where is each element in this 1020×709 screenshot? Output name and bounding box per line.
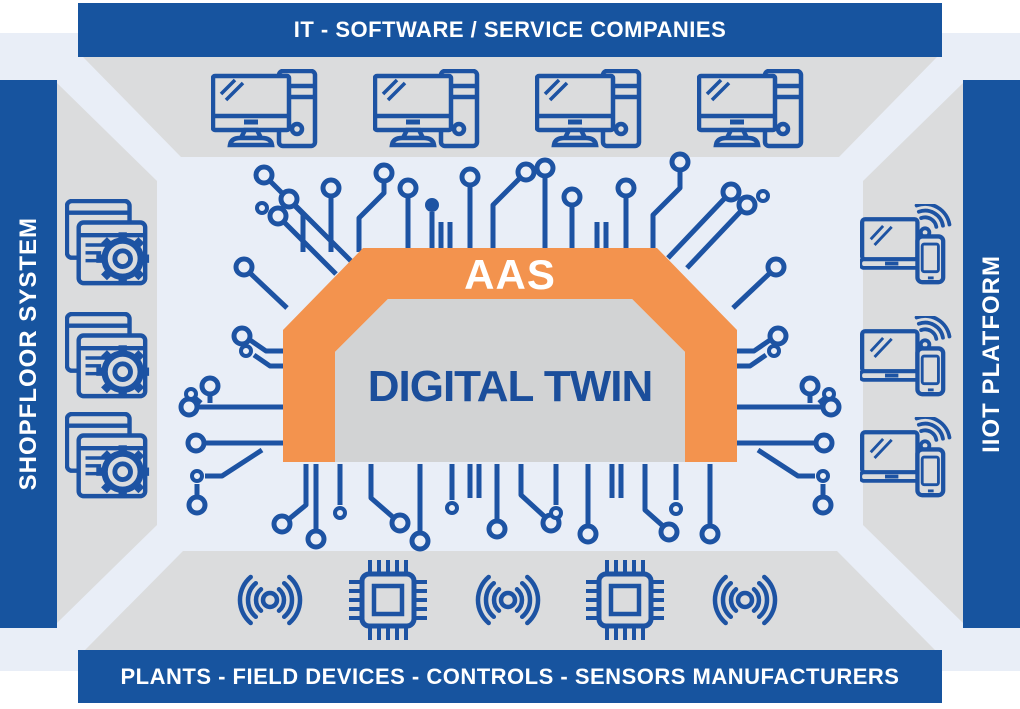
desktop-computer-icon — [211, 69, 321, 151]
microchip-icon — [346, 554, 430, 646]
software-window-gear-icon — [65, 412, 153, 504]
laptop-smartphone-wifi-icon — [860, 316, 952, 398]
top-title-bar: IT - SOFTWARE / SERVICE COMPANIES — [78, 3, 942, 57]
top-title-label: IT - SOFTWARE / SERVICE COMPANIES — [293, 17, 727, 42]
desktop-computer-icon — [373, 69, 483, 151]
microchip-icon — [583, 554, 667, 646]
laptop-smartphone-wifi-icon — [860, 204, 952, 286]
laptop-smartphone-wifi-icon — [860, 417, 952, 499]
wireless-signal-icon — [228, 568, 312, 632]
desktop-computer-icon — [535, 69, 645, 151]
wireless-signal-icon — [466, 568, 550, 632]
software-window-gear-icon — [65, 199, 153, 291]
left-title-bar: SHOPFLOOR SYSTEM — [0, 80, 57, 628]
bottom-title-bar: PLANTS - FIELD DEVICES - CONTROLS - SENS… — [78, 650, 942, 703]
digital-twin-core — [335, 299, 685, 462]
left-title-label: SHOPFLOOR SYSTEM — [14, 217, 42, 491]
aas-orange-band — [283, 248, 737, 462]
right-title-bar: IIOT PLATFORM — [963, 80, 1020, 628]
desktop-computer-icon — [697, 69, 807, 151]
right-title-label: IIOT PLATFORM — [977, 255, 1005, 453]
wireless-signal-icon — [703, 568, 787, 632]
bottom-title-label: PLANTS - FIELD DEVICES - CONTROLS - SENS… — [120, 663, 900, 689]
software-window-gear-icon — [65, 312, 153, 404]
